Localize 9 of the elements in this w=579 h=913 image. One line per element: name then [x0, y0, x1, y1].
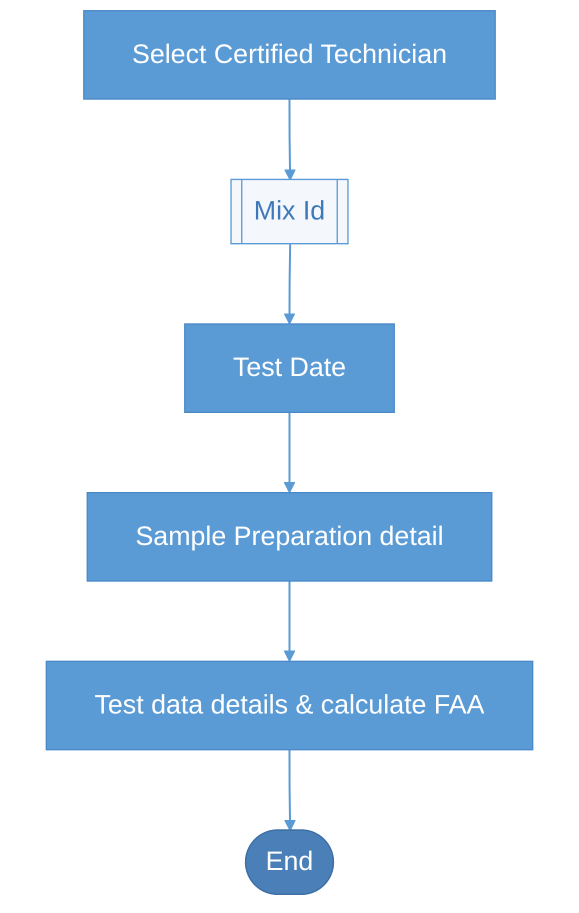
- arrow: [284, 750, 296, 832]
- arrow: [284, 412, 296, 494]
- arrow: [284, 244, 296, 325]
- node-box: Sample Preparation detail: [86, 492, 492, 582]
- node-box: Test Date: [184, 323, 395, 413]
- node-box: Select Certified Technician: [83, 10, 496, 100]
- arrow: [284, 581, 296, 662]
- node-box: Test data details & calculate FAA: [46, 660, 534, 750]
- arrow: [284, 99, 296, 181]
